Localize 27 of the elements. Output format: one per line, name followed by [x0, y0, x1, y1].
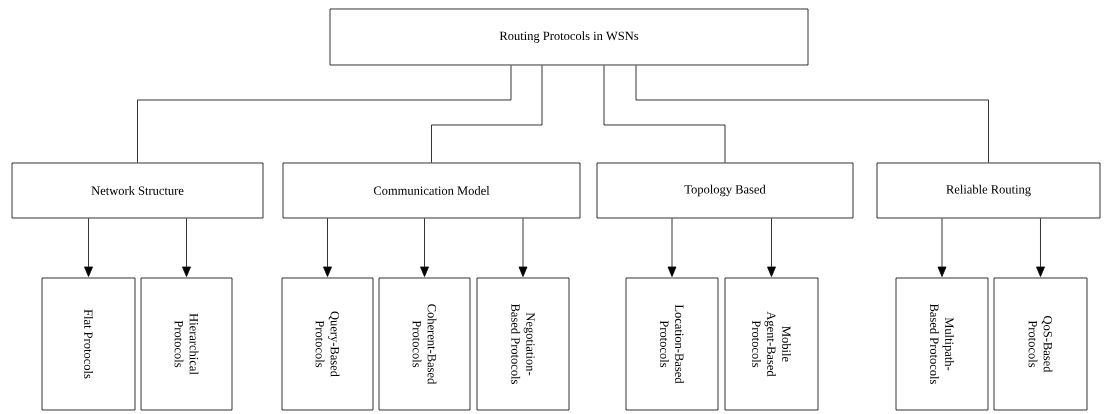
connector-line	[137, 65, 512, 163]
protocol-box: Coherent-Based Protocols	[378, 277, 471, 411]
arrow	[1036, 218, 1045, 277]
protocol-box: Mobile Agent-Based Protocols	[724, 277, 819, 411]
protocol-box: Multipath-Based Protocols	[895, 277, 989, 411]
protocol-box: Location-Based Protocols	[625, 277, 719, 411]
protocol-box: Query-Based Protocols	[281, 277, 374, 411]
arrow	[420, 218, 429, 277]
arrow	[323, 218, 332, 277]
category-box: Topology Based	[596, 162, 854, 219]
protocol-box: Flat Protocols	[41, 277, 136, 411]
protocol-box: Hierarchical Protocols	[140, 277, 233, 411]
arrow	[667, 218, 677, 277]
connector-line	[431, 65, 543, 163]
connector-line	[635, 65, 989, 163]
connector-line	[603, 65, 726, 163]
protocol-box: Negotiation-Based Protocols	[476, 277, 570, 411]
arrow	[767, 218, 776, 277]
arrow	[518, 218, 528, 277]
arrow	[937, 218, 947, 277]
category-box: Network Structure	[11, 162, 264, 219]
category-box: Reliable Routing	[876, 162, 1101, 219]
arrow	[182, 218, 191, 277]
root-box: Routing Protocols in WSNs	[329, 8, 809, 66]
category-box: Communication Model	[282, 162, 581, 219]
protocol-box: QoS-Based Protocols	[993, 277, 1088, 411]
arrow	[84, 218, 93, 277]
